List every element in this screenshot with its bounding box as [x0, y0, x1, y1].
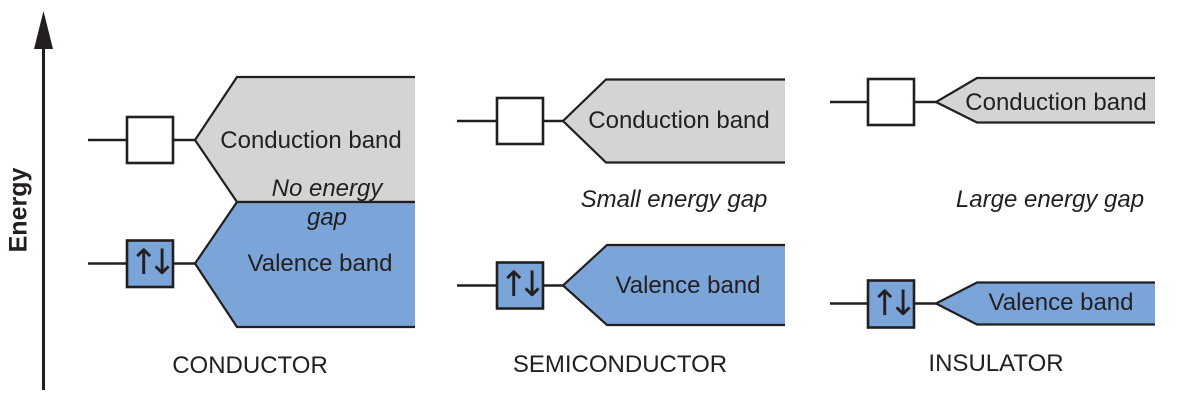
- conductor-conduction-band-label: Conduction band: [220, 127, 402, 155]
- semiconductor-gap-label: Small energy gap: [580, 186, 768, 214]
- insulator-conduction-band-label: Conduction band: [965, 89, 1147, 117]
- conductor-caption: CONDUCTOR: [172, 352, 328, 380]
- insulator-conduction-band-shape: [933, 76, 1155, 124]
- semiconductor-conduction-band-shape: [561, 78, 785, 164]
- conductor-valence-band-label: Valence band: [247, 250, 393, 278]
- insulator-filled-orbital-box: [866, 279, 916, 329]
- conductor-empty-orbital-box: [125, 115, 175, 165]
- semiconductor-conduction-band-label: Conduction band: [588, 107, 770, 135]
- insulator-empty-orbital-box: [866, 77, 916, 127]
- energy-axis-arrowhead-icon: [34, 11, 53, 49]
- semiconductor-valence-band-label: Valence band: [615, 272, 761, 300]
- semiconductor-empty-orbital-box: [495, 96, 545, 146]
- conductor-gap-label-line1: No energy: [271, 175, 383, 202]
- semiconductor-paired-electrons-icon: ↑↓: [499, 264, 547, 305]
- insulator-valence-band-label: Valence band: [988, 289, 1134, 317]
- semiconductor-filled-orbital-box: [495, 261, 545, 310]
- conductor-valence-band-shape: [193, 200, 415, 329]
- insulator-gap-label: Large energy gap: [955, 186, 1145, 214]
- conductor-gap-label: No energy gap: [272, 174, 383, 232]
- insulator-caption: INSULATOR: [928, 350, 1064, 378]
- conductor-paired-electrons-icon: ↑↓: [129, 242, 177, 283]
- energy-axis-label: Energy: [4, 167, 33, 253]
- insulator-valence-band-shape: [933, 281, 1155, 326]
- conductor-gap-label-line2: gap: [306, 204, 348, 231]
- conductor-filled-orbital-box: [125, 239, 175, 289]
- semiconductor-caption: SEMICONDUCTOR: [512, 351, 728, 379]
- semiconductor-valence-band-shape: [561, 243, 785, 327]
- insulator-paired-electrons-icon: ↑↓: [870, 283, 918, 324]
